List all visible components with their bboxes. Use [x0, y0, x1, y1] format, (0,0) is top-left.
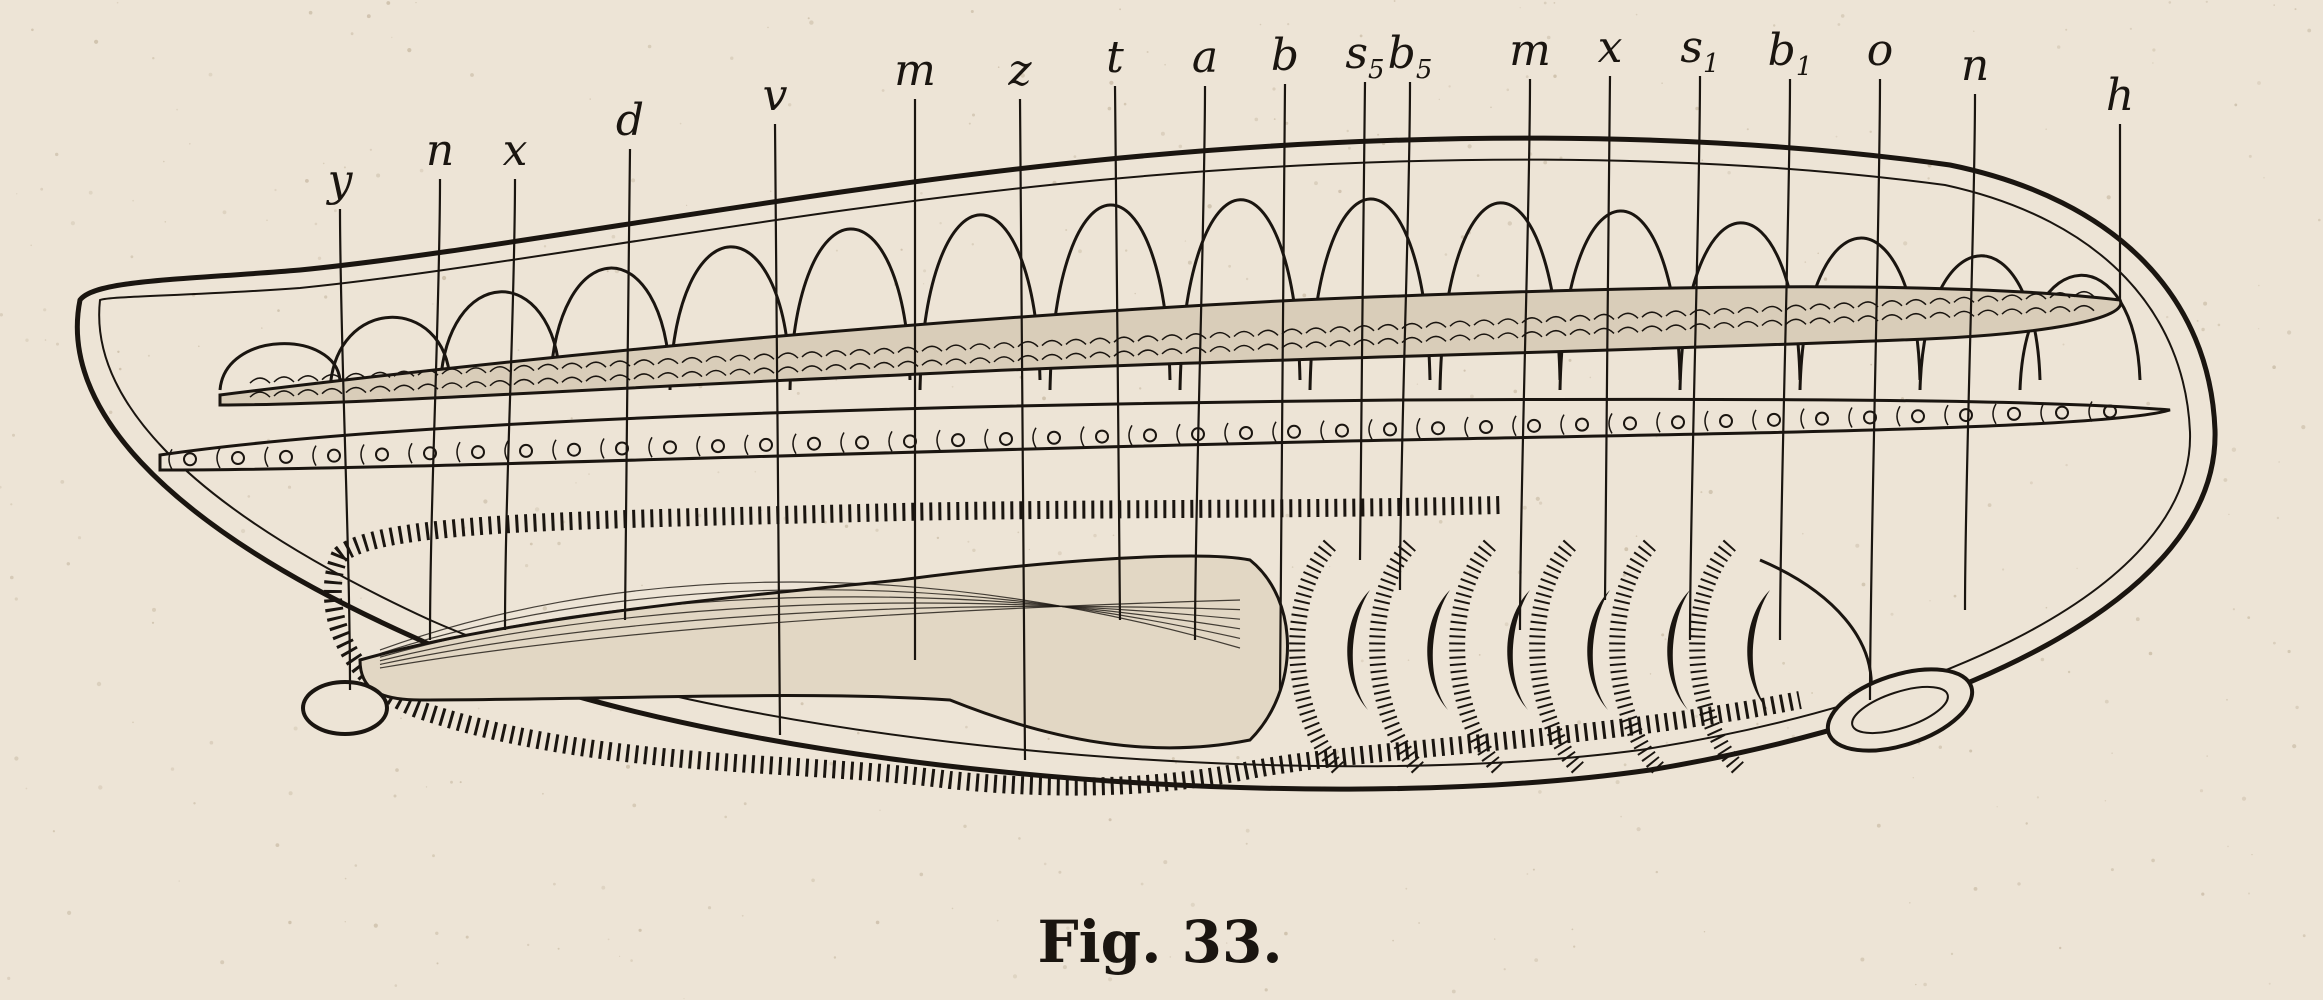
- label-v: v: [763, 70, 788, 121]
- leader-line: [773, 123, 782, 736]
- gill-slits: [1289, 539, 1873, 776]
- leader-line: [1778, 78, 1792, 641]
- label-y: y: [326, 155, 354, 206]
- leader-lines: [338, 75, 2122, 761]
- label-h: h: [2106, 70, 2134, 121]
- label-b1: b1: [1768, 25, 1813, 82]
- leader-line: [338, 208, 352, 691]
- label-b: b: [1271, 30, 1299, 81]
- label-d: d: [616, 95, 644, 146]
- label-s5: s5: [1345, 28, 1384, 85]
- label-n: n: [1961, 40, 1989, 91]
- leader-line: [1603, 75, 1612, 601]
- label-z: z: [1007, 45, 1032, 96]
- gut-tube: [323, 551, 1802, 796]
- leader-line: [1113, 85, 1122, 621]
- leader-line: [623, 148, 632, 621]
- notochord: [158, 397, 2171, 472]
- label-x: x: [1598, 22, 1623, 73]
- leader-line: [1868, 78, 1882, 701]
- label-x: x: [503, 125, 528, 176]
- leader-line: [1278, 83, 1287, 691]
- intestine-striations: [379, 581, 1241, 669]
- label-o: o: [1867, 25, 1894, 76]
- label-a: a: [1192, 32, 1218, 83]
- nerve-cord-scales: [249, 290, 2095, 398]
- label-b5: b5: [1388, 28, 1433, 85]
- mouth-opening: [1825, 667, 1975, 753]
- leader-line: [1193, 85, 1207, 641]
- leader-line: [428, 178, 442, 641]
- label-n: n: [426, 125, 454, 176]
- leader-line: [1688, 75, 1702, 641]
- leader-line: [1018, 98, 1027, 761]
- leader-line: [503, 178, 517, 631]
- leader-line: [1963, 93, 1977, 611]
- figure-caption: Fig. 33.: [1037, 908, 1282, 976]
- anus-opening: [301, 680, 389, 736]
- label-m: m: [894, 45, 936, 96]
- leader-line: [1398, 81, 1412, 591]
- gut-tube-upper: [334, 496, 1501, 563]
- leader-line: [1358, 81, 1367, 561]
- mouth-inner: [1851, 685, 1949, 735]
- intestine: [358, 554, 1289, 750]
- label-s1: s1: [1680, 22, 1719, 79]
- label-m: m: [1509, 25, 1551, 76]
- leader-line: [1518, 78, 1532, 631]
- label-t: t: [1106, 32, 1124, 83]
- nerve-cord: [218, 285, 2123, 407]
